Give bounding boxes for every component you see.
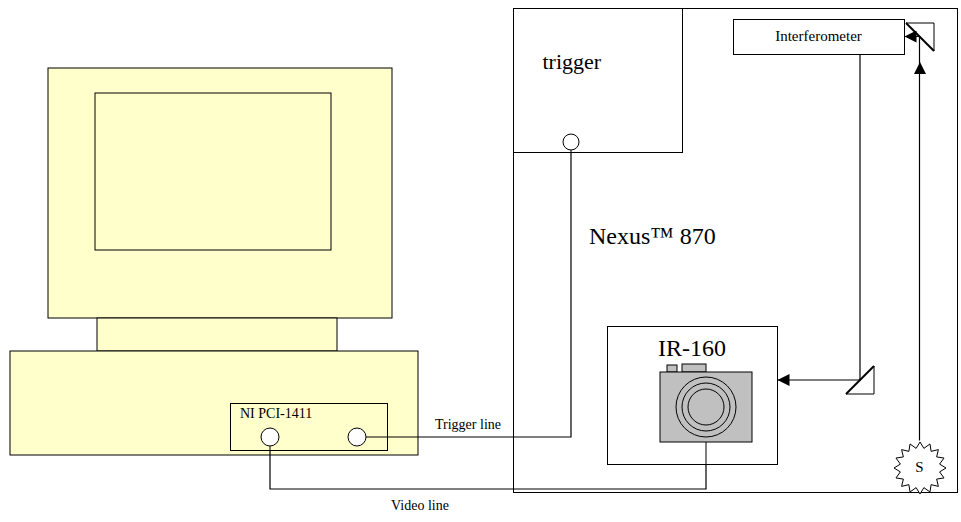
node-label: trigger	[543, 49, 602, 74]
computer-base	[10, 351, 418, 455]
light-path	[778, 55, 861, 381]
node-label: NI PCI-1411	[240, 406, 312, 422]
camera-top	[682, 364, 706, 372]
monitor-screen	[95, 93, 331, 250]
camera-lens	[682, 383, 730, 431]
camera-viewfinder	[667, 365, 677, 372]
node-label: Interferometer	[775, 28, 862, 45]
signal-line	[388, 153, 571, 438]
node-label: S	[915, 459, 923, 476]
line-label: Trigger line	[433, 417, 503, 433]
camera-lens	[676, 377, 736, 437]
trigger-connector	[348, 428, 366, 446]
monitor-stand	[97, 318, 337, 351]
camera-lens	[688, 389, 724, 425]
component-box: Interferometer	[733, 19, 905, 55]
camera-body	[660, 372, 752, 442]
component-box: trigger	[513, 8, 683, 153]
component-box: IR-160	[607, 326, 778, 465]
component-box: Nexus™ 870 trigger InterferometerIR-160S	[513, 8, 958, 493]
wire-stub	[706, 442, 707, 465]
line-label: Video line	[389, 498, 451, 514]
source-star: S	[893, 441, 947, 495]
light-path	[905, 37, 920, 441]
wire-stub	[366, 437, 388, 438]
video-connector	[261, 428, 279, 446]
component-box: NI PCI-1411	[230, 403, 388, 451]
signal-line	[270, 451, 706, 489]
starburst-shape	[894, 442, 946, 494]
trigger-socket	[563, 134, 579, 150]
node-label: Nexus™ 870	[589, 223, 716, 251]
monitor	[48, 68, 392, 318]
node-label: IR-160	[658, 335, 726, 363]
